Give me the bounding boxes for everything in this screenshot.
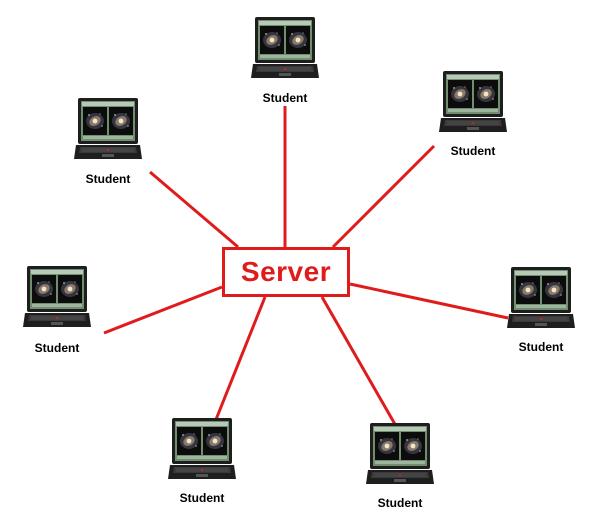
student-label: Student xyxy=(179,491,225,505)
laptop-icon xyxy=(63,97,153,169)
student-label: Student xyxy=(518,340,564,354)
laptop-icon xyxy=(157,417,247,489)
link-right xyxy=(349,282,509,320)
student-node-left: Student xyxy=(12,265,102,365)
server-node: Server xyxy=(222,247,350,297)
laptop-icon xyxy=(12,265,102,337)
student-label: Student xyxy=(262,91,308,105)
student-label: Student xyxy=(85,172,131,186)
student-node-lower-left: Student xyxy=(157,417,247,517)
laptop-icon xyxy=(240,16,330,88)
laptop-icon xyxy=(428,70,518,142)
laptop-icon xyxy=(496,266,586,338)
link-left xyxy=(103,285,223,335)
link-upper-left xyxy=(149,170,239,249)
student-node-lower-right: Student xyxy=(355,422,445,522)
link-lower-right xyxy=(320,296,398,427)
student-node-upper-left: Student xyxy=(63,97,153,197)
student-node-top: Student xyxy=(240,16,330,116)
student-label: Student xyxy=(450,144,496,158)
link-upper-right xyxy=(331,144,436,249)
link-lower-left xyxy=(213,296,267,423)
student-node-right: Student xyxy=(496,266,586,366)
student-node-upper-right: Student xyxy=(428,70,518,170)
laptop-icon xyxy=(355,422,445,494)
student-label: Student xyxy=(34,341,80,355)
student-label: Student xyxy=(377,496,423,510)
server-label: Server xyxy=(240,256,332,287)
